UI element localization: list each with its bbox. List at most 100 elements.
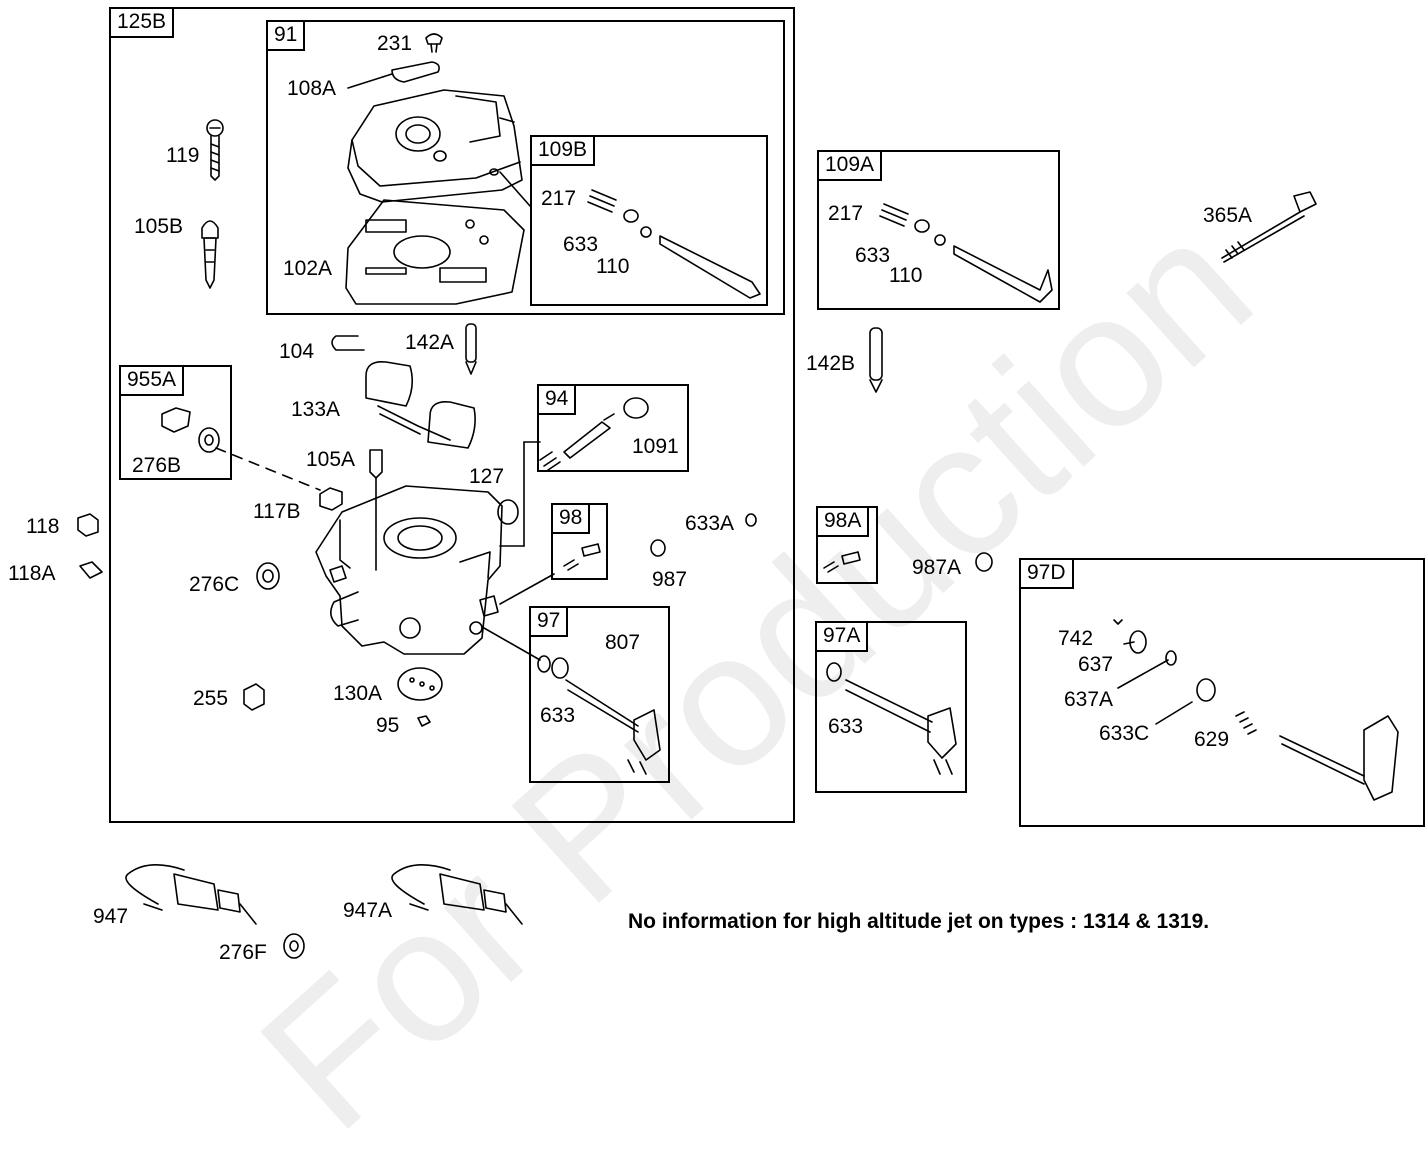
part-label: 947 [93,905,129,928]
pin-142B-icon [869,327,883,393]
part-label: 637 [1078,653,1114,676]
part-label: 118A [8,562,56,585]
mixture-screw-94-icon [539,397,649,471]
part-label: 110 [596,255,630,278]
float-valve-105B-icon [201,220,219,289]
washer-633A-icon [745,513,757,527]
group-955A-tag: 955A [121,367,185,396]
part-label: 987A [912,556,962,579]
governor-assembly-97D-icon [1113,619,1399,801]
group-97D-tag: 97D [1021,560,1074,589]
group-109B-box: 109B [530,135,768,306]
idle-screw-98-icon [563,543,601,571]
part-label: 119 [166,144,200,167]
choke-shaft-109A-icon [879,203,1053,303]
group-91-tag: 91 [268,22,306,51]
solenoid-947-icon [125,864,257,925]
part-label: 276F [219,941,267,964]
part-label: 105A [306,448,356,471]
part-label: 255 [193,687,229,710]
washer-276C-icon [256,562,280,590]
screw-118-icon [77,513,99,537]
group-94-box: 94 [537,384,689,472]
float-133A-icon [365,360,476,449]
part-label: 102A [283,257,333,280]
group-97-box: 97 [529,606,670,783]
screw-118A-icon [79,561,103,579]
group-98-box: 98 [551,503,608,580]
part-label: 742 [1058,627,1094,650]
carb-body-icon [315,485,503,655]
part-label: 142B [806,352,856,375]
part-label: 127 [469,465,505,488]
part-label: 637A [1064,688,1114,711]
part-label: 365A [1203,204,1253,227]
group-955A-box: 955A [119,365,232,480]
gasket-102A-icon [345,199,525,305]
group-97-tag: 97 [531,608,569,637]
group-94-tag: 94 [539,386,577,415]
throttle-plate-130A-icon [397,667,443,701]
part-label: 633 [540,704,576,727]
jet-117B-icon [319,487,343,511]
part-label: 276C [189,573,240,596]
plug-255-icon [243,683,265,711]
part-label: 108A [287,77,337,100]
washer-987A-icon [975,552,993,572]
group-97A-tag: 97A [817,623,869,652]
clip-104-icon [331,335,365,351]
part-label: 947A [343,899,393,922]
parts-illustration [77,33,1399,959]
choke-shaft-109B-icon [587,189,761,299]
part-label: 633C [1099,722,1150,745]
idle-screw-98A-icon [823,551,861,573]
part-label: 110 [889,264,923,287]
bolt-365A-icon [1221,191,1317,263]
part-label: 807 [605,631,641,654]
part-label: 231 [377,32,413,55]
screw-231-icon [425,33,443,53]
group-98A-box: 98A [816,506,878,584]
part-label: 117B [253,500,301,523]
group-109A-tag: 109A [819,152,883,181]
washer-276F-icon [283,933,305,959]
part-label: 217 [541,187,577,210]
pin-142A-icon [465,323,477,375]
part-label: 1091 [632,435,679,458]
carb-top-cover-icon [347,89,523,203]
throttle-shaft-97A-icon [826,662,957,775]
part-label: 633 [828,715,864,738]
throttle-shaft-97-icon [537,655,661,775]
part-label: 142A [405,331,455,354]
needle-105A-icon [369,449,383,571]
part-label: 105B [134,215,184,238]
gasket-108A-icon [391,61,440,83]
part-label: 987 [652,568,688,591]
part-label: 633A [685,512,735,535]
solenoid-947A-icon [391,864,523,925]
part-label: 95 [376,714,400,737]
group-125B-box: 125B [109,7,795,823]
screw-95-icon [417,715,431,727]
footnote: No information for high altitude jet on … [628,910,1210,933]
group-98-tag: 98 [553,505,591,534]
part-label: 633 [563,233,599,256]
group-98A-tag: 98A [818,508,870,537]
screw-119-icon [206,119,224,181]
group-125B-tag: 125B [111,9,175,38]
carburetor-parts-diagram: For Production [8,7,1425,1170]
part-label: 217 [828,202,864,225]
part-label: 130A [333,682,383,705]
part-label: 104 [279,340,315,363]
part-label: 629 [1194,728,1230,751]
plug-127-icon [497,499,519,525]
group-109B-tag: 109B [532,137,596,166]
part-label: 133A [291,398,341,421]
plug-955A-icon [161,407,220,453]
group-97A-box: 97A [815,621,967,793]
group-91-box: 91 [266,20,785,315]
group-109A-box: 109A [817,150,1060,310]
part-label: 276B [132,454,182,477]
washer-987-icon [650,539,666,557]
part-label: 633 [855,244,891,267]
